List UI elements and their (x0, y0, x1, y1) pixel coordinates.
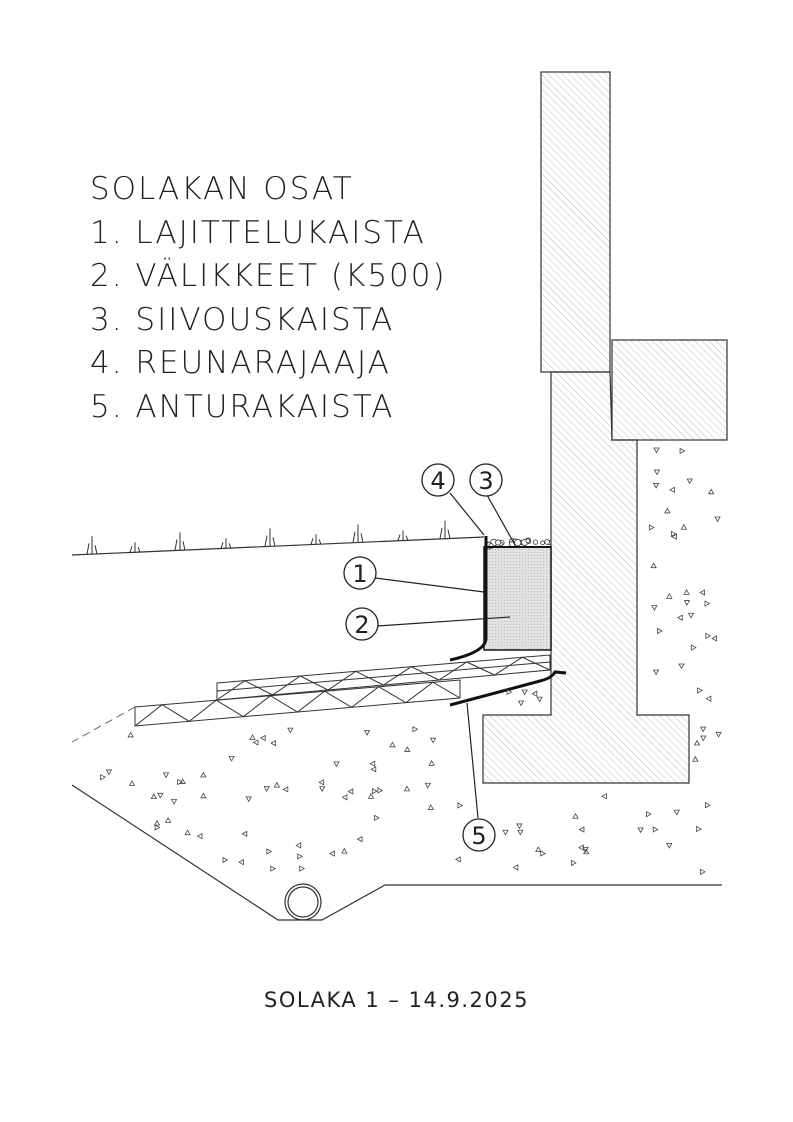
floor-slab (611, 339, 728, 441)
legend-title: SOLAKAN OSAT (90, 171, 354, 207)
aggregate-fill (100, 447, 722, 875)
drawing-caption: SOLAKA 1 – 14.9.2025 (264, 988, 529, 1012)
spacer-block (483, 546, 552, 651)
grass-symbols (86, 520, 451, 555)
leader-lines (374, 492, 516, 819)
legend: SOLAKAN OSAT 1. LAJITTELUKAISTA 2. VÄLIK… (90, 168, 447, 429)
drainage-boards (134, 654, 551, 727)
legend-item: 2. VÄLIKKEET (K500) (90, 258, 447, 294)
svg-text:5: 5 (471, 822, 486, 850)
upper-wall (540, 71, 611, 373)
callout-2: 2 (345, 607, 379, 641)
callout-1: 1 (343, 556, 377, 590)
svg-text:4: 4 (430, 467, 445, 495)
svg-text:2: 2 (354, 611, 369, 639)
ground-surface (71, 536, 485, 556)
drain-pipe (284, 883, 322, 921)
svg-text:3: 3 (478, 467, 493, 495)
legend-item: 1. LAJITTELUKAISTA (90, 214, 426, 251)
callout-4: 4 (421, 463, 455, 497)
callout-5: 5 (462, 818, 496, 852)
legend-item: 5. ANTURAKAISTA (90, 388, 395, 425)
excavation-bottom (71, 784, 722, 921)
legend-item: 3. SIIVOUSKAISTA (90, 301, 395, 338)
footing-strip (449, 670, 567, 707)
callout-3: 3 (469, 463, 503, 497)
legend-item: 4. REUNARAJAAJA (90, 345, 391, 381)
edge-restrainer (449, 536, 488, 662)
foundation-wall-and-footing (482, 371, 690, 784)
svg-text:1: 1 (352, 560, 367, 588)
